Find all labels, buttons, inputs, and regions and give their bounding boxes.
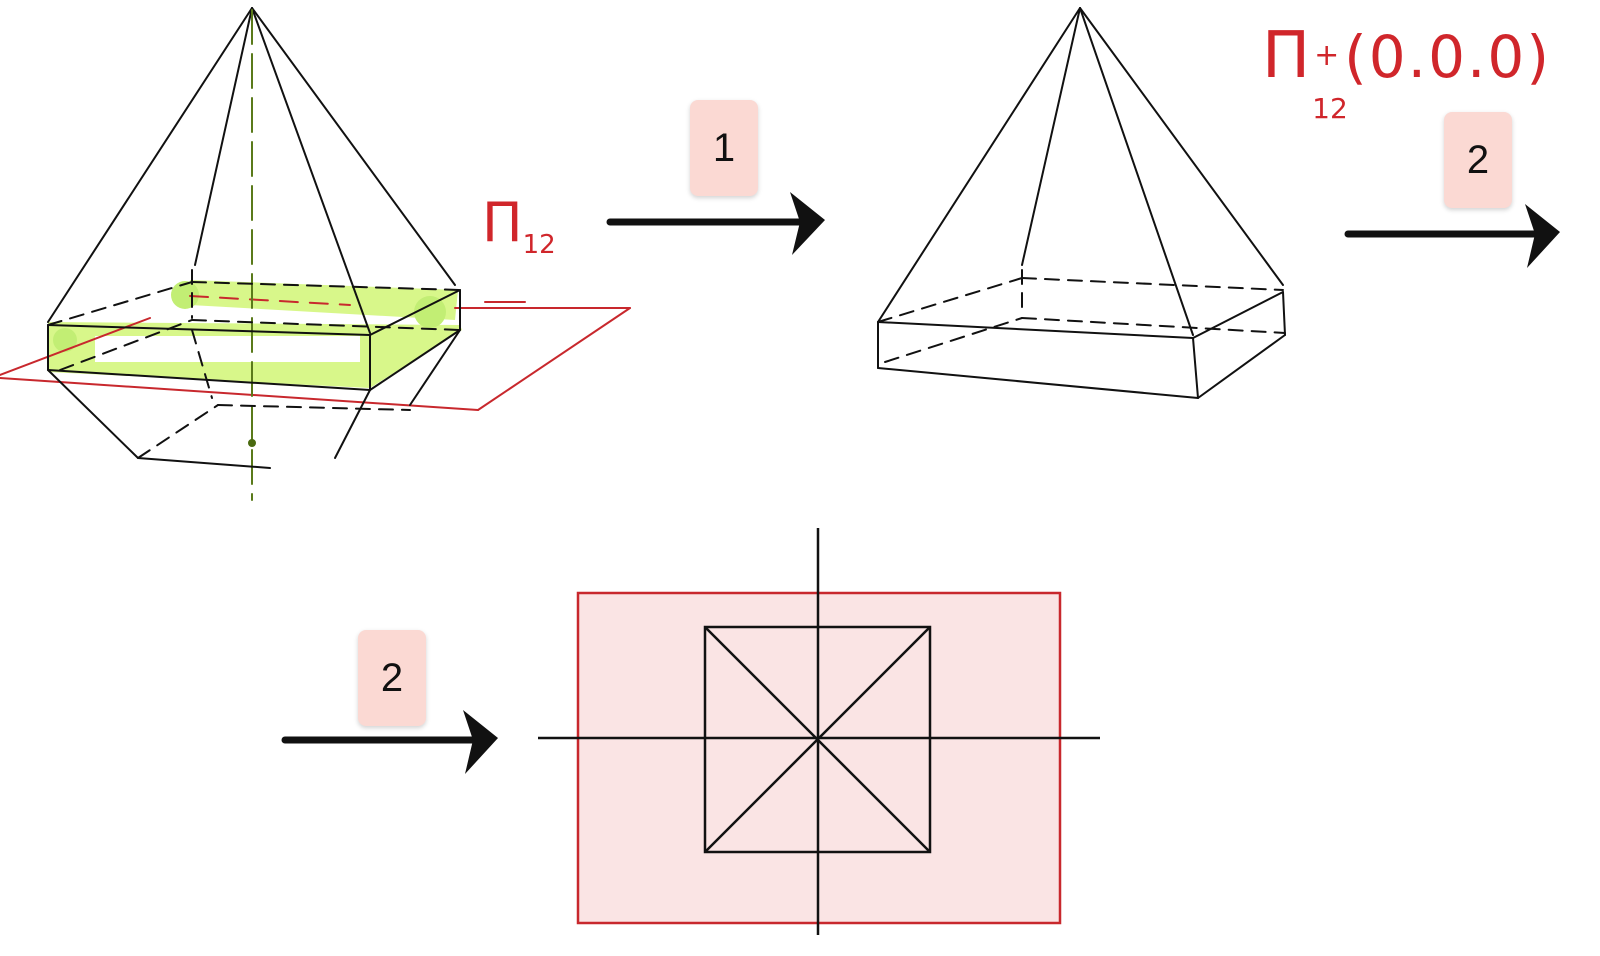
- figure-truncated-pyramid: [877, 7, 1286, 399]
- step-badge-2: 2: [1444, 112, 1512, 208]
- plane-label-subscript: 12: [522, 229, 556, 260]
- result-label-subscript: 12: [1312, 92, 1348, 125]
- arrow-step-2: [1344, 204, 1560, 268]
- plane-label: Π12: [482, 191, 556, 260]
- highlight-section-band: [48, 280, 462, 388]
- result-label: Π+12(0.0.0): [1262, 19, 1551, 125]
- base-square: [703, 625, 932, 854]
- arrow-step-1: [606, 192, 825, 255]
- step-badge-2-repeat: 2: [358, 630, 426, 726]
- step-badge-1: 1: [690, 100, 758, 196]
- result-label-superscript: +: [1314, 38, 1340, 73]
- figure-original-pyramid: [0, 7, 631, 501]
- result-coords: (0.0.0): [1344, 23, 1551, 91]
- figure-top-projection: [538, 528, 1100, 935]
- arrow-step-2-repeat: [281, 710, 498, 774]
